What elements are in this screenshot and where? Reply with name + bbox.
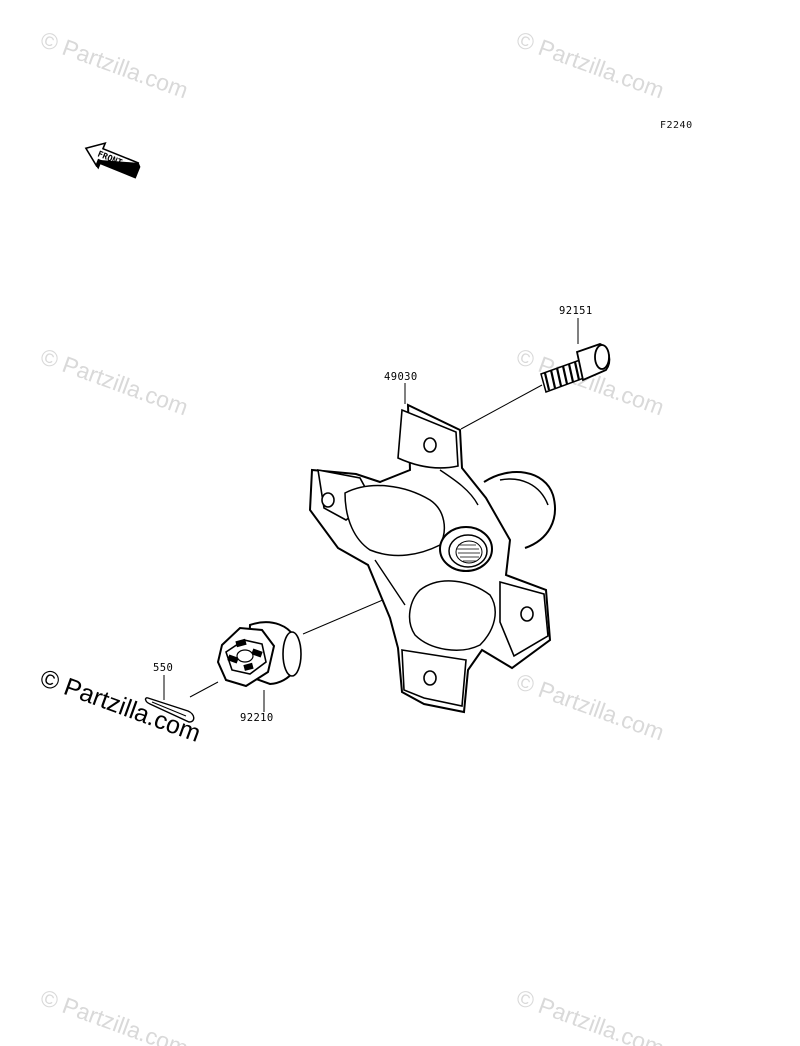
part-number-label: 92210	[240, 712, 274, 724]
wheel-hub	[308, 403, 556, 714]
part-number-label: 49030	[384, 371, 418, 383]
hub-bolt	[540, 343, 611, 393]
part-number-label: 550	[153, 662, 174, 674]
figure-code: F2240	[660, 120, 693, 131]
hub-spline-lines	[457, 544, 480, 562]
castle-nut	[216, 621, 302, 688]
part-number-label: 92151	[559, 305, 593, 317]
front-arrow-icon: FRONT	[84, 141, 141, 179]
cotter-pin	[144, 697, 195, 723]
